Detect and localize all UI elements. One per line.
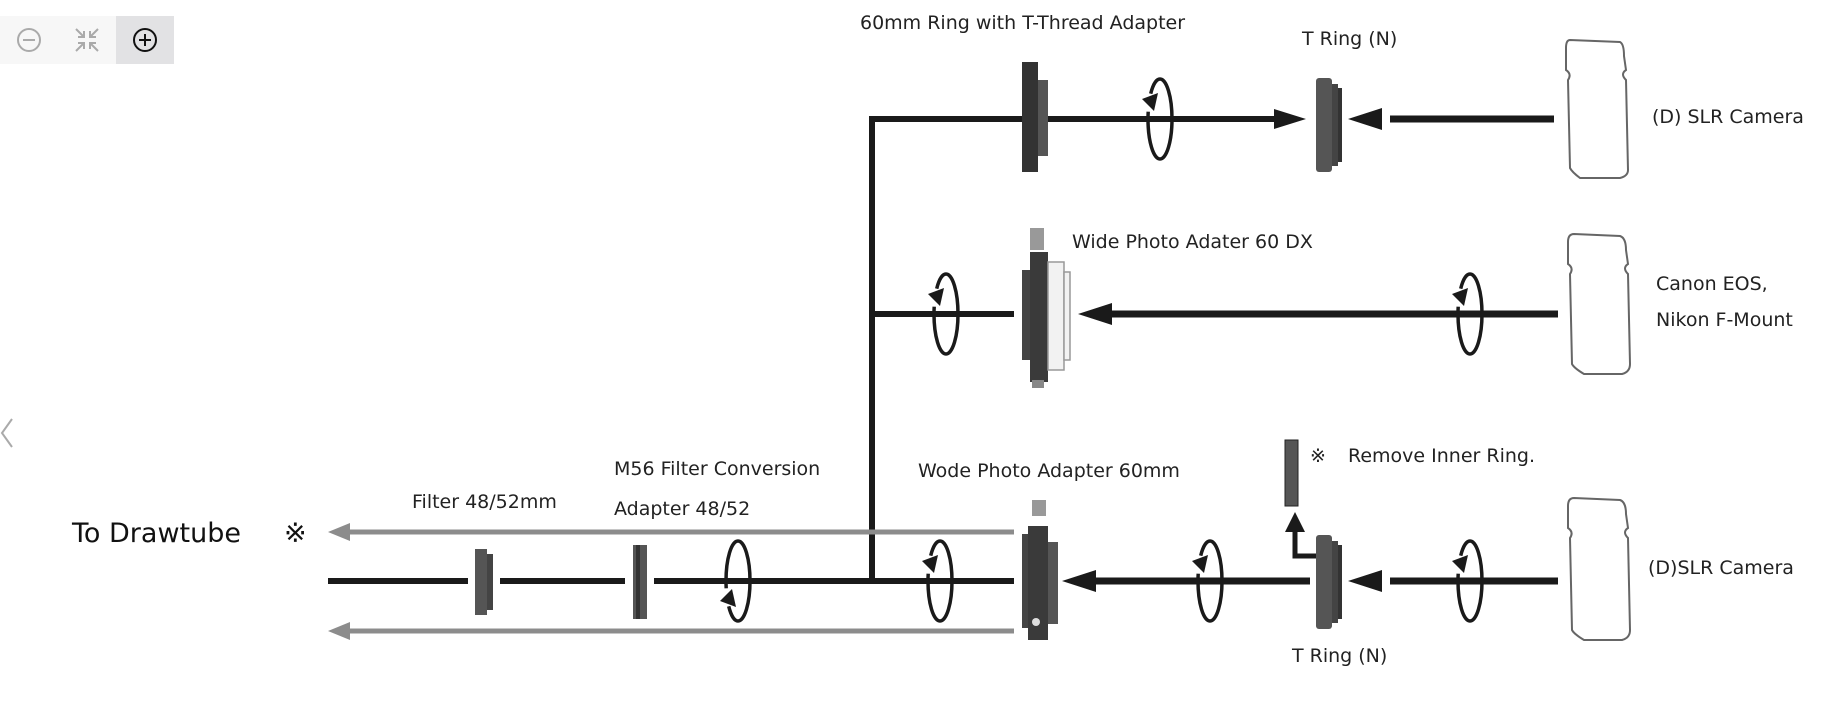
note-mark: ※ [284,518,307,549]
t-thread-adapter-part [1022,62,1048,172]
m56-adapter-part [633,545,647,619]
label-top-camera: (D) SLR Camera [1652,106,1804,128]
zoom-out-icon [17,28,41,52]
gray-arrowhead-upper [328,523,350,541]
top-camera-arrowhead [1348,108,1382,130]
label-bottom-tring: T Ring (N) [1291,645,1387,667]
t-ring-top-part [1316,78,1342,172]
wide-photo-adapter-60mm-part [1022,500,1058,640]
t-ring-bottom-part [1316,535,1342,629]
note-mark-remove: ※ [1310,445,1326,467]
label-top-tring: T Ring (N) [1301,28,1397,50]
rotate-arrow-icon [1142,77,1174,161]
label-top-adapter: 60mm Ring with T-Thread Adapter [860,12,1185,34]
zoom-out-button[interactable] [0,16,58,64]
top-arrowhead [1274,109,1306,129]
rotate-arrow-icon [1452,539,1484,623]
label-m56-1: M56 Filter Conversion [614,458,820,480]
label-bottom-adapter: Wode Photo Adapter 60mm [918,460,1180,482]
label-m56-2: Adapter 48/52 [614,498,750,520]
fit-to-screen-icon [75,28,99,52]
bottom-mid-arrowhead [1062,570,1096,592]
viewer-toolbar [0,16,174,64]
rotate-arrow-icon [922,539,954,623]
label-filter: Filter 48/52mm [412,491,557,513]
bottom-camera-arrowhead [1348,570,1382,592]
rotate-arrow-icon [928,272,960,356]
rotate-arrow-icon [1192,539,1224,623]
camera-body-icon [1567,232,1632,375]
fit-to-screen-button[interactable] [58,16,116,64]
remove-arrow [1292,530,1316,559]
previous-button[interactable] [0,415,20,451]
mid-arrowhead [1078,303,1112,325]
label-to-drawtube: To Drawtube [71,518,241,549]
label-bottom-camera: (D)SLR Camera [1648,557,1794,579]
label-mid-camera-1: Canon EOS, [1656,273,1768,295]
zoom-in-button[interactable] [116,16,174,64]
label-remove-note: Remove Inner Ring. [1348,445,1535,467]
label-mid-adapter: Wide Photo Adater 60 DX [1072,231,1313,253]
wide-photo-adapter-dx-part [1022,228,1071,388]
camera-body-icon [1565,38,1630,179]
gray-arrowhead-lower [328,622,350,640]
camera-body-icon [1567,496,1632,641]
zoom-in-icon [133,28,157,52]
rotate-arrow-icon [1452,272,1484,356]
inner-ring-part [1284,439,1299,507]
rotate-arrow-icon [720,539,752,623]
label-mid-camera-2: Nikon F-Mount [1656,309,1793,331]
remove-arrowhead [1285,512,1305,532]
filter-part [475,549,493,615]
chevron-left-icon [0,418,13,448]
